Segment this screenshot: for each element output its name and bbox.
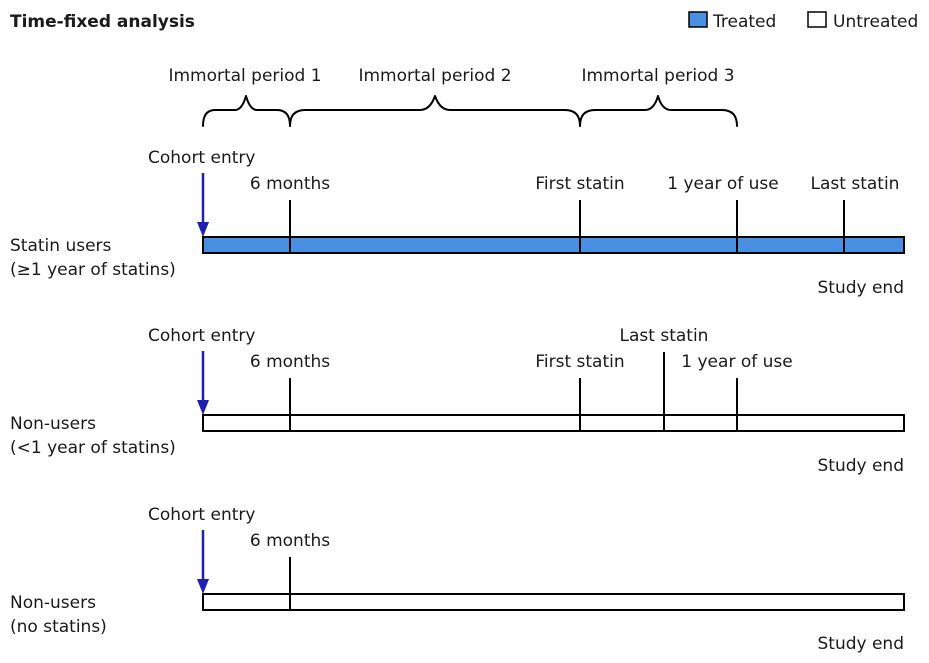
immortal-period-3-label: Immortal period 3 (581, 66, 734, 86)
row-label-line1: Statin users (10, 236, 112, 256)
row-label-line1: Non-users (10, 593, 96, 613)
immortal-period-3-brace (579, 95, 738, 127)
diagram-title: Time-fixed analysis (10, 12, 195, 32)
six-months-label: 6 months (250, 174, 330, 194)
study-end-label: Study end (817, 634, 904, 654)
cohort-entry-label: Cohort entry (148, 326, 255, 346)
six-months-label: 6 months (250, 352, 330, 372)
one-year-label: 1 year of use (681, 352, 792, 372)
row-non-users-none: Cohort entry 6 months Non-users (no stat… (10, 505, 905, 654)
study-end-label: Study end (817, 278, 904, 298)
cohort-entry-label: Cohort entry (148, 505, 255, 525)
immortal-period-2-brace (289, 95, 581, 127)
row-label-line2: (≥1 year of statins) (10, 260, 176, 280)
last-statin-label: Last statin (811, 174, 900, 194)
legend-treated-swatch (688, 11, 708, 28)
immortal-period-2-label: Immortal period 2 (358, 66, 511, 86)
legend-untreated-label: Untreated (833, 12, 918, 32)
timeline-bar (202, 236, 905, 254)
cohort-entry-arrowhead (197, 222, 209, 237)
legend: Treated Untreated (688, 11, 918, 32)
legend-treated-label: Treated (712, 12, 776, 32)
one-year-label: 1 year of use (667, 174, 778, 194)
cohort-entry-label: Cohort entry (148, 148, 255, 168)
immortal-period-1-label: Immortal period 1 (168, 66, 321, 86)
cohort-entry-arrowhead (197, 400, 209, 415)
timeline-bar (202, 593, 905, 611)
first-statin-label: First statin (535, 174, 624, 194)
first-statin-label: First statin (535, 352, 624, 372)
row-label-line2: (<1 year of statins) (10, 438, 176, 458)
cohort-entry-arrowhead (197, 579, 209, 594)
legend-untreated-swatch (807, 11, 827, 28)
timeline-bar (202, 414, 905, 432)
row-label-line1: Non-users (10, 414, 96, 434)
immortal-period-1-brace (202, 95, 291, 127)
study-end-label: Study end (817, 456, 904, 476)
six-months-label: 6 months (250, 531, 330, 551)
row-statin-users: Cohort entry 6 months First statin 1 yea… (10, 148, 905, 298)
last-statin-label: Last statin (620, 326, 709, 346)
row-non-users-short: Cohort entry Last statin 6 months First … (10, 326, 905, 476)
row-label-line2: (no statins) (10, 617, 107, 637)
